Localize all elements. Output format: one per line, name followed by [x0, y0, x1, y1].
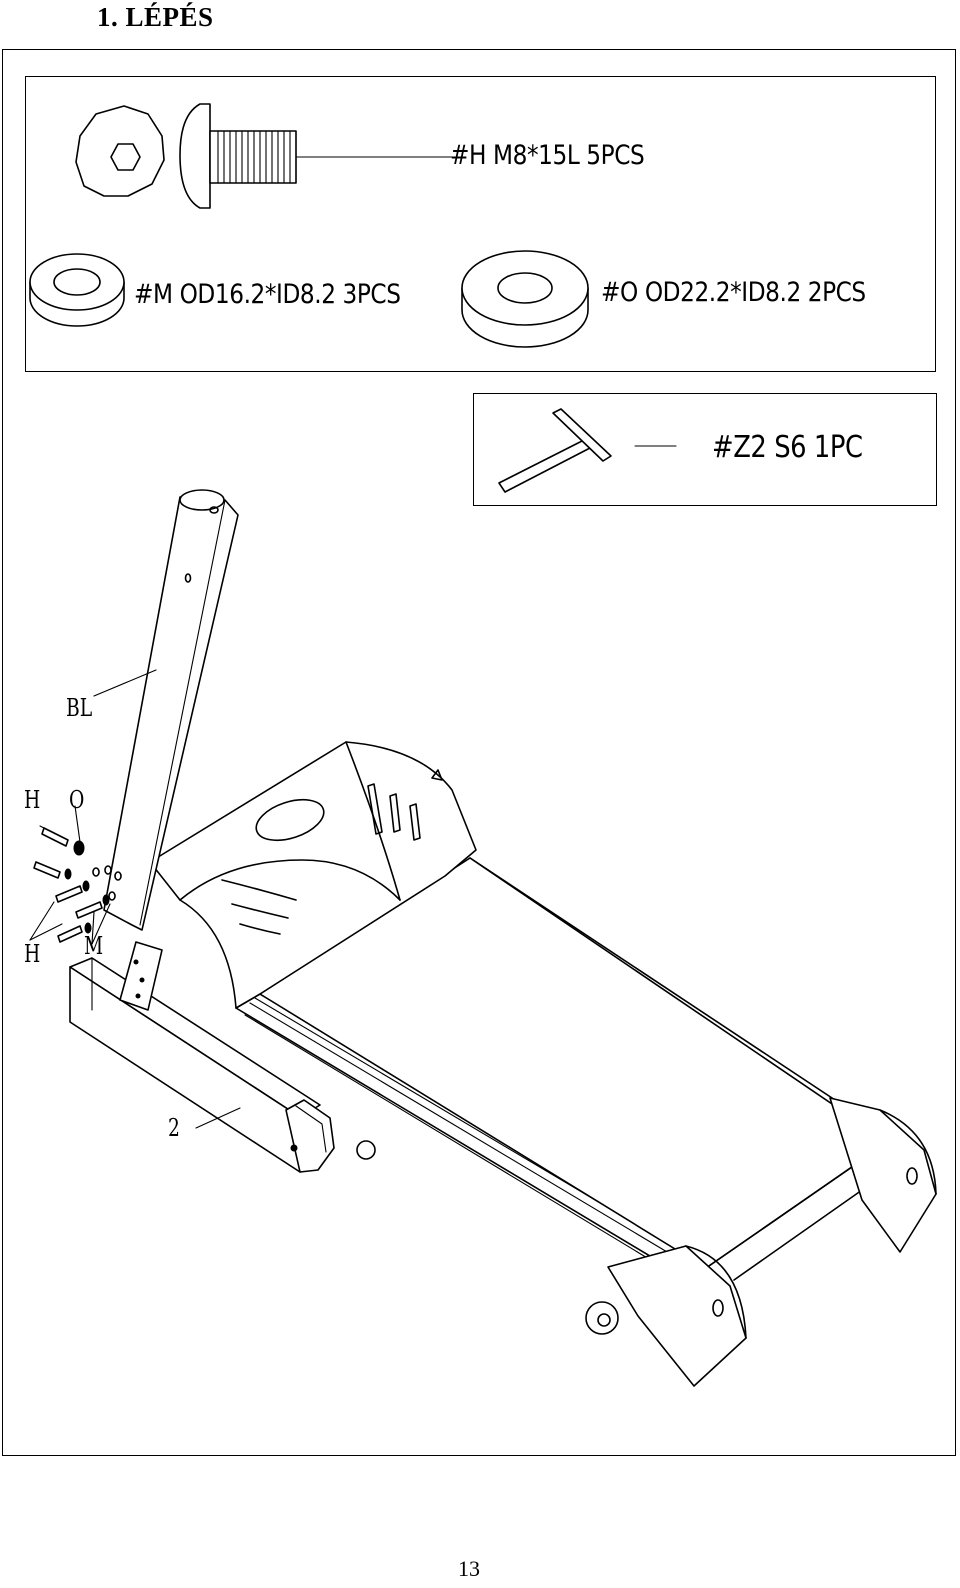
page-number: 13	[458, 1556, 480, 1581]
callout-o: O	[69, 786, 85, 814]
bolt-h-label: #H M8*15L 5PCS	[450, 140, 645, 171]
callout-part-2: 2	[168, 1114, 180, 1142]
allen-wrench-label: #Z2 S6 1PC	[712, 430, 863, 465]
tool-box	[473, 393, 937, 506]
callout-h-bottom: H	[24, 940, 41, 968]
callout-bl: BL	[66, 694, 93, 722]
step-title: 1. LÉPÉS	[97, 2, 214, 32]
callout-m: M	[84, 932, 104, 960]
assembly-diagram-frame	[2, 49, 956, 1456]
washer-o-label: #O OD22.2*ID8.2 2PCS	[601, 277, 866, 308]
washer-m-label: #M OD16.2*ID8.2 3PCS	[134, 279, 401, 310]
callout-h-top: H	[24, 786, 41, 814]
hardware-parts-box	[25, 76, 936, 372]
